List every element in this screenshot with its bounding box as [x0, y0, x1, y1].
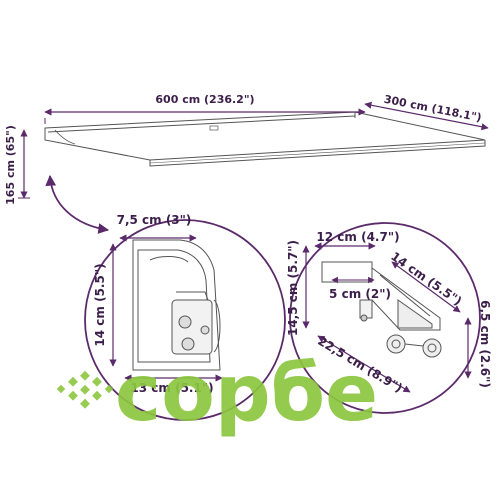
height-label: 165 cm (65") [4, 125, 17, 205]
clamp-side-label: 14,5 cm (5.7") [286, 240, 300, 336]
clamp-detail: 12 cm (4.7") 14,5 cm (5.7") 5 cm (2") 14… [286, 222, 492, 414]
awning-drawing [44, 111, 486, 167]
bracket-depth-label: 13 cm (5.1") [130, 381, 213, 395]
bracket-height-label: 14 cm (5.5") [93, 263, 107, 346]
bracket-width-label: 7,5 cm (3") [117, 213, 192, 227]
clamp-right-label: 6,5 cm (2.6") [478, 300, 492, 388]
height-dimension: 165 cm (65") [4, 125, 30, 205]
clamp-inner-label: 5 cm (2") [329, 287, 391, 301]
bracket-detail: 7,5 cm (3") 14 cm (5.5") 13 cm (5.1") [84, 213, 286, 421]
watermark: сорбе [56, 349, 378, 439]
detail-pointer-arrow [45, 174, 110, 234]
watermark-text: сорбе [115, 349, 378, 439]
width-dimension: 600 cm (236.2") [44, 93, 366, 124]
clamp-top-label: 12 cm (4.7") [316, 230, 399, 244]
width-label: 600 cm (236.2") [155, 93, 254, 106]
depth-dimension: 300 cm (118.1") [364, 93, 489, 131]
depth-label: 300 cm (118.1") [383, 93, 483, 125]
watermark-dots-icon [56, 370, 114, 409]
